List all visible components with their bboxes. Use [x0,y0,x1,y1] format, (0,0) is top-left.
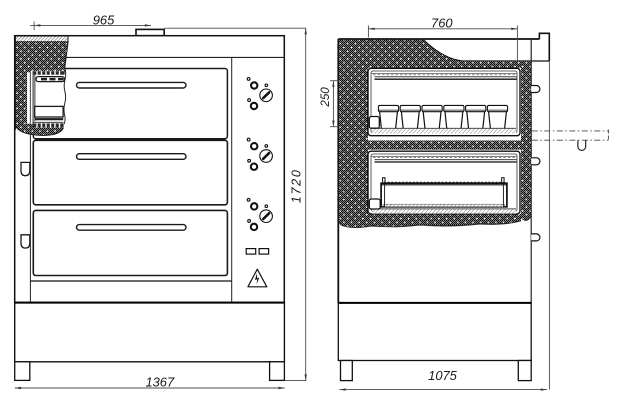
svg-text:760: 760 [431,15,453,30]
svg-text:1367: 1367 [145,374,175,389]
svg-text:1720: 1720 [290,168,304,203]
svg-text:965: 965 [93,12,115,27]
svg-text:250: 250 [319,87,332,108]
svg-text:1075: 1075 [428,368,458,383]
